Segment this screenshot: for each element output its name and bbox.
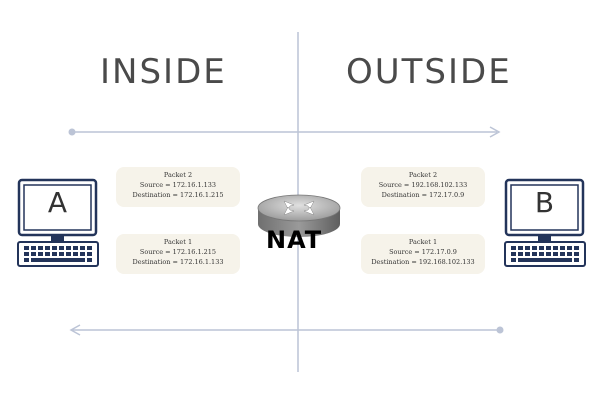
packet-source: Source = 192.168.102.133 — [378, 181, 468, 189]
host-a-label: A — [47, 186, 68, 219]
top-flow-arrow — [68, 126, 501, 138]
packet-destination: Destination = 192.168.102.133 — [371, 258, 475, 266]
packet-title: Packet 2 — [163, 171, 193, 179]
packet-title: Packet 1 — [163, 238, 193, 246]
packet-destination: Destination = 172.16.1.215 — [132, 191, 224, 199]
nat-label: NAT — [266, 226, 323, 254]
packet-title: Packet 1 — [408, 238, 438, 246]
packet-source: Source = 172.17.0.9 — [389, 248, 457, 256]
computer-a: A — [16, 178, 102, 272]
host-b-label: B — [534, 186, 555, 219]
computer-b: B — [503, 178, 589, 272]
packet-source: Source = 172.16.1.215 — [139, 248, 217, 256]
outside-packet-1: Packet 1 Source = 172.17.0.9 Destination… — [361, 234, 485, 274]
outside-zone-title: OUTSIDE — [346, 52, 512, 92]
inside-packet-1: Packet 1 Source = 172.16.1.215 Destinati… — [116, 234, 240, 274]
packet-source: Source = 172.16.1.133 — [139, 181, 217, 189]
bottom-flow-arrow — [69, 324, 504, 336]
computer-icon — [17, 178, 99, 267]
inside-zone-title: INSIDE — [100, 52, 227, 92]
computer-icon — [504, 178, 586, 267]
packet-destination: Destination = 172.17.0.9 — [381, 191, 465, 199]
packet-destination: Destination = 172.16.1.133 — [132, 258, 224, 266]
router-icon — [257, 194, 341, 237]
outside-packet-2: Packet 2 Source = 192.168.102.133 Destin… — [361, 167, 485, 207]
inside-packet-2: Packet 2 Source = 172.16.1.133 Destinati… — [116, 167, 240, 207]
packet-title: Packet 2 — [408, 171, 438, 179]
